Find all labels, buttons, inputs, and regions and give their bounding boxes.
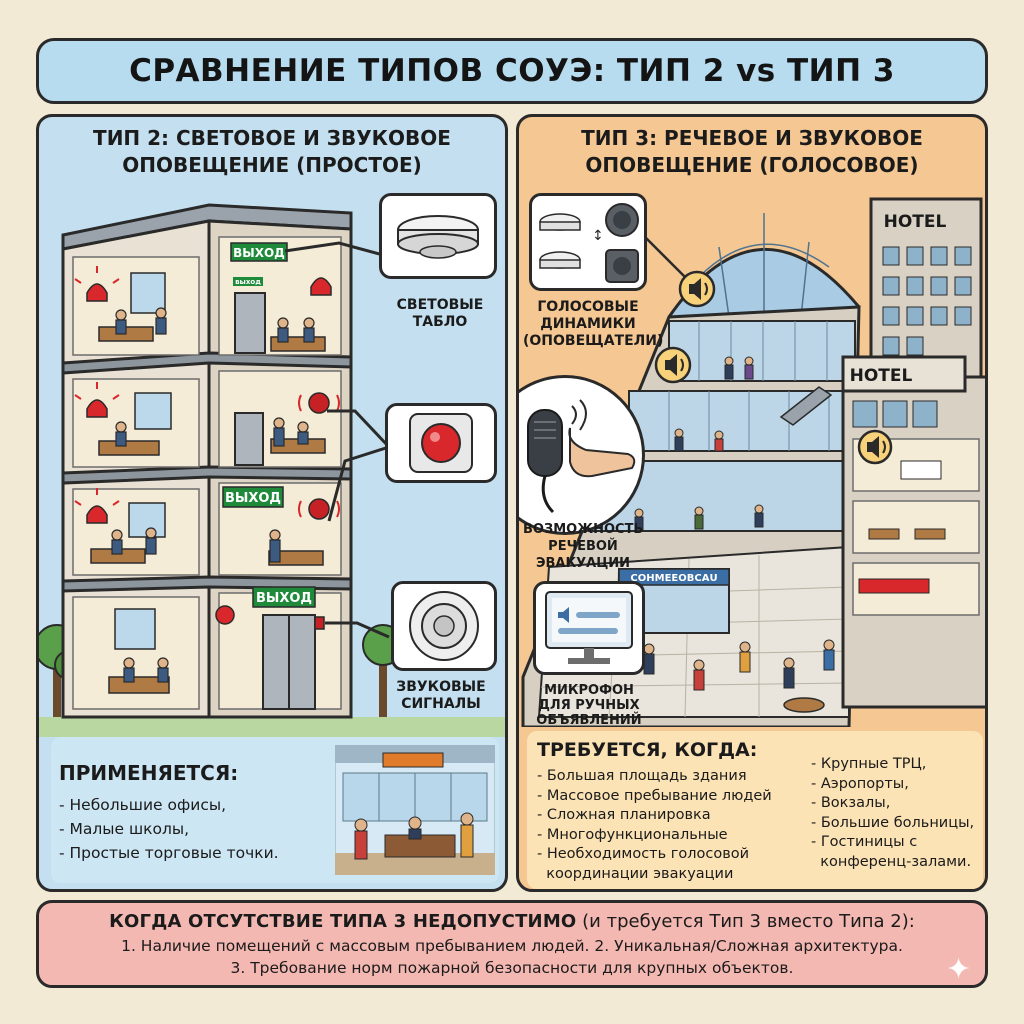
list-item: конференц-залами. xyxy=(811,853,972,870)
sound-signal-label: ЗВУКОВЫЕ СИГНАЛЫ xyxy=(396,679,486,712)
type2-heading: ТИП 2: СВЕТОВОЕ И ЗВУКОВОЕ ОПОВЕЩЕНИЕ (П… xyxy=(93,126,451,177)
list-item: - Большие больницы, xyxy=(811,814,975,831)
speaker-icon xyxy=(678,270,716,308)
sound-signal-callout xyxy=(391,581,497,671)
svg-text:↕: ↕ xyxy=(592,228,604,244)
voice-speakers-callout: ↕ xyxy=(529,193,647,291)
hotel-sign: HOTEL xyxy=(884,212,947,232)
store-sign: СОНМЕЕОВСАU xyxy=(630,573,717,584)
red-alarm-light-icon xyxy=(86,283,108,524)
when-type3-required-line: 1. Наличие помещений с массовым пребыван… xyxy=(121,937,903,955)
list-item: - Простые торговые точки. xyxy=(59,844,279,862)
exit-sign-icon xyxy=(222,242,316,608)
page-title: СРАВНЕНИЕ ТИПОВ СОУЭ: ТИП 2 vs ТИП 3 xyxy=(129,53,895,89)
exit-sign-label: ВЫХОД xyxy=(256,591,312,606)
facility-types-list: - Крупные ТРЦ, - Аэропорты, - Вокзалы, -… xyxy=(811,755,974,872)
list-item: - Аэропорты, xyxy=(811,775,909,792)
list-item: - Малые школы, xyxy=(59,820,190,838)
handheld-microphone-icon xyxy=(527,399,636,514)
exit-sign-label: ВЫХОД xyxy=(225,491,281,506)
list-item: - Необходимость голосовой xyxy=(537,846,750,862)
sounder-icon xyxy=(409,591,479,661)
handheld-mic-callout xyxy=(519,375,645,535)
light-board-callout xyxy=(379,193,497,279)
announcement-monitor-icon xyxy=(545,591,633,664)
voice-speakers-label: ГОЛОСОВЫЕ ДИНАМИКИ (ОПОВЕЩАТЕЛИ) xyxy=(523,299,664,349)
microphone-label: МИКРОФОН ДЛЯ РУЧНЫХ ОБЪЯВЛЕНИЙ xyxy=(536,683,642,728)
type2-usage-title: ПРИМЕНЯЕТСЯ: xyxy=(59,761,239,785)
requirements-list: - Большая площадь здания - Массовое преб… xyxy=(537,767,772,884)
list-item: - Сложная планировка xyxy=(537,807,711,823)
alarm-bell-icon xyxy=(308,392,330,630)
voice-evacuation-label: ВОЗМОЖНОСТЬ РЕЧЕВОЙ ЭВАКУАЦИИ xyxy=(523,522,644,571)
list-item: - Гостиницы с xyxy=(811,834,918,850)
red-alarm-button-icon xyxy=(409,413,473,473)
office-building-illustration: ВЫХОД ВЫХОД ВЫХОД выход xyxy=(39,203,505,737)
red-alarm-light-icon xyxy=(215,277,332,625)
type3-requirements-title: ТРЕБУЕТСЯ, КОГДА: xyxy=(537,739,758,761)
alarm-button-callout xyxy=(385,403,497,483)
list-item: - Вокзалы, xyxy=(811,795,891,811)
when-type3-required-heading: КОГДА ОТСУТСТВИЕ ТИПА 3 НЕДОПУСТИМО (и т… xyxy=(109,911,915,932)
type3-requirements-box: ТРЕБУЕТСЯ, КОГДА: - Большая площадь здан… xyxy=(527,731,983,889)
list-item: - Большая площадь здания xyxy=(537,768,747,784)
exit-sign-label: выход xyxy=(235,278,261,286)
when-type3-required-line: 3. Требование норм пожарной безопасности… xyxy=(230,959,794,977)
speaker-icon xyxy=(857,429,893,465)
type2-usage-box: ПРИМЕНЯЕТСЯ: - Небольшие офисы, - Малые … xyxy=(51,737,499,883)
list-item: координации эвакуации xyxy=(537,865,734,882)
type2-panel: ТИП 2: СВЕТОВОЕ И ЗВУКОВОЕ ОПОВЕЩЕНИЕ (П… xyxy=(36,114,508,892)
light-board-label: СВЕТОВЫЕ ТАБЛО xyxy=(396,297,484,330)
speaker-icon xyxy=(654,346,692,384)
sparkle-icon: ✦ xyxy=(946,952,972,987)
type2-usage-list: - Небольшие офисы, - Малые школы, - Прос… xyxy=(59,793,279,865)
exit-sign-label: ВЫХОД xyxy=(233,246,285,260)
hotel-sign: HOTEL xyxy=(850,366,913,386)
title-bar: СРАВНЕНИЕ ТИПОВ СОУЭ: ТИП 2 vs ТИП 3 xyxy=(36,38,988,104)
small-office-illustration xyxy=(335,745,495,875)
type3-panel: ТИП 3: РЕЧЕВОЕ И ЗВУКОВОЕ ОПОВЕЩЕНИЕ (ГО… xyxy=(516,114,988,892)
type3-heading: ТИП 3: РЕЧЕВОЕ И ЗВУКОВОЕ ОПОВЕЩЕНИЕ (ГО… xyxy=(581,126,923,177)
when-type3-required-bar: КОГДА ОТСУТСТВИЕ ТИПА 3 НЕДОПУСТИМО (и т… xyxy=(36,900,988,988)
list-item: - Многофункциональные xyxy=(537,826,728,843)
list-item: - Крупные ТРЦ, xyxy=(811,756,927,772)
announcement-console-callout xyxy=(533,581,645,675)
speakers-and-detectors-icon: ↕ xyxy=(539,203,639,283)
list-item: - Массовое пребывание людей xyxy=(537,787,772,804)
list-item: - Небольшие офисы, xyxy=(59,796,227,814)
ceiling-detector-icon xyxy=(397,215,479,259)
